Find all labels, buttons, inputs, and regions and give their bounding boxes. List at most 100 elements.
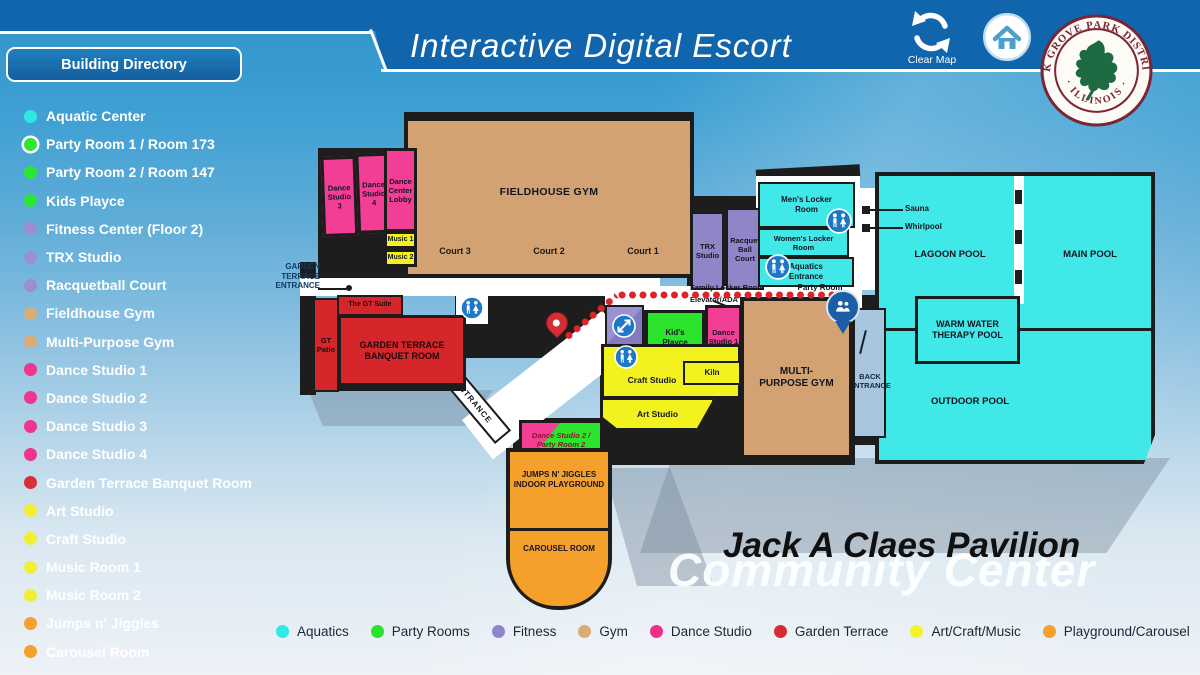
room-label: Court 3 bbox=[439, 245, 471, 256]
sidebar-item[interactable]: Jumps n' Jiggles bbox=[24, 609, 274, 637]
room-label: FIELDHOUSE GYM bbox=[499, 186, 599, 198]
legend-item: Aquatics bbox=[276, 624, 349, 639]
sidebar-item-label: Garden Terrace Banquet Room bbox=[46, 474, 252, 491]
legend-color-dot bbox=[910, 625, 924, 638]
sidebar-item[interactable]: Multi-Purpose Gym bbox=[24, 328, 274, 356]
category-bullet bbox=[24, 363, 37, 377]
room-label: Court 2 bbox=[533, 245, 565, 256]
room-multi-purpose-gym: MULTI-PURPOSE GYM bbox=[740, 297, 853, 459]
sidebar-item[interactable]: Aquatic Center bbox=[24, 102, 274, 130]
legend-item: Art/Craft/Music bbox=[910, 624, 1021, 639]
legend-item: Dance Studio bbox=[649, 624, 752, 639]
room-racquet-ball-court: Racquet Ball Court bbox=[726, 208, 764, 290]
legend-color-dot bbox=[649, 625, 663, 638]
garden-terrace-entrance-label: GARDEN TERRACE ENTRANCE bbox=[275, 262, 320, 291]
room-gt-suite: The GT Suite bbox=[337, 295, 403, 316]
restroom-icon bbox=[614, 345, 638, 369]
room-label: Music 1 bbox=[387, 235, 414, 243]
building-shadow bbox=[640, 458, 1170, 553]
legend-item: Fitness bbox=[491, 624, 556, 639]
sidebar-item[interactable]: Garden Terrace Banquet Room bbox=[24, 468, 274, 496]
category-bullet bbox=[24, 306, 37, 320]
category-bullet bbox=[24, 616, 37, 630]
legend-item: Garden Terrace bbox=[773, 624, 889, 639]
room-music-1: Music 1 bbox=[384, 231, 417, 249]
whirlpool-marker bbox=[862, 224, 870, 232]
sidebar-item-label: Aquatic Center bbox=[46, 108, 146, 125]
room-label: Music 2 bbox=[387, 253, 414, 261]
room-label: Kiln bbox=[704, 368, 720, 378]
room-label: Court 1 bbox=[627, 245, 659, 256]
clear-map-button[interactable] bbox=[906, 10, 958, 56]
sidebar-item-label: Dance Studio 2 bbox=[46, 389, 148, 406]
room-label: Women's Locker Room bbox=[773, 233, 834, 252]
legend-label: Party Rooms bbox=[391, 624, 470, 639]
restroom-icon bbox=[826, 208, 852, 234]
elevator-ada-label: Elevator/ADA bbox=[686, 295, 742, 304]
room-jumps-carousel: JUMPS N' JIGGLES INDOOR PLAYGROUND CAROU… bbox=[510, 452, 608, 606]
room-dance-center-lobby: Dance Center Lobby bbox=[384, 148, 417, 232]
category-bullet bbox=[24, 532, 37, 546]
sauna-leader bbox=[869, 209, 903, 211]
sidebar-item[interactable]: Fieldhouse Gym bbox=[24, 299, 274, 327]
room-label: GT Patio bbox=[316, 336, 336, 354]
sidebar-item[interactable]: Party Room 1 / Room 173 bbox=[24, 130, 274, 158]
legend-label: Garden Terrace bbox=[794, 624, 889, 639]
sidebar-item[interactable]: Art Studio bbox=[24, 497, 274, 525]
sidebar-item[interactable]: TRX Studio bbox=[24, 243, 274, 271]
sidebar-item-label: Kids Playce bbox=[46, 192, 125, 209]
room-label: Kid's Playce bbox=[662, 327, 688, 347]
clear-map-label[interactable]: Clear Map bbox=[907, 54, 957, 66]
sidebar-item[interactable]: Music Room 1 bbox=[24, 553, 274, 581]
sidebar-item[interactable]: Dance Studio 4 bbox=[24, 440, 274, 468]
garden-terrace-entrance-arrow bbox=[318, 288, 348, 290]
sidebar-item[interactable]: Carousel Room bbox=[24, 638, 274, 666]
home-button[interactable] bbox=[982, 12, 1032, 62]
sidebar-item[interactable]: Craft Studio bbox=[24, 525, 274, 553]
legend-item: Party Rooms bbox=[370, 624, 470, 639]
legend-label: Playground/Carousel bbox=[1063, 624, 1190, 639]
legend-label: Gym bbox=[599, 624, 628, 639]
sidebar-item[interactable]: Party Room 2 / Room 147 bbox=[24, 158, 274, 186]
room-label: Craft Studio bbox=[627, 375, 677, 385]
sidebar-item[interactable]: Dance Studio 3 bbox=[24, 412, 274, 440]
sidebar-item[interactable]: Dance Studio 2 bbox=[24, 384, 274, 412]
sidebar-item[interactable]: Music Room 2 bbox=[24, 581, 274, 609]
sidebar-item-label: Party Room 1 / Room 173 bbox=[46, 136, 215, 153]
room-label: OUTDOOR POOL bbox=[930, 396, 1010, 407]
building-name: Jack A Claes Pavilion bbox=[723, 526, 1081, 565]
park-district-logo: ELK GROVE PARK DISTRICT · ILLINOIS · bbox=[1036, 6, 1153, 127]
legend-item: Playground/Carousel bbox=[1042, 624, 1190, 639]
pool-divider-dash bbox=[1015, 190, 1022, 204]
category-bullet bbox=[24, 645, 37, 659]
room-label: Art Studio bbox=[636, 408, 679, 419]
room-art-studio: Art Studio bbox=[601, 398, 714, 430]
sidebar-item[interactable]: Kids Playce bbox=[24, 187, 274, 215]
category-bullet bbox=[24, 165, 37, 179]
oak-leaf bbox=[1075, 40, 1118, 101]
legend-item: Gym bbox=[578, 624, 628, 639]
room-label: MAIN POOL bbox=[1063, 249, 1117, 260]
room-label: Whirlpool bbox=[905, 222, 942, 231]
building-directory-button[interactable]: Building Directory bbox=[6, 47, 242, 82]
sidebar-item[interactable]: Dance Studio 1 bbox=[24, 356, 274, 384]
legend-color-dot bbox=[1042, 625, 1056, 638]
category-bullet bbox=[24, 109, 37, 123]
room-label: LAGOON POOL bbox=[914, 249, 986, 260]
sidebar-item-label: Dance Studio 4 bbox=[46, 446, 148, 463]
category-bullet bbox=[24, 278, 37, 292]
sidebar-item[interactable]: Fitness Center (Floor 2) bbox=[24, 215, 274, 243]
room-label: Dance Studio 1 bbox=[708, 328, 739, 346]
category-bullet bbox=[24, 447, 37, 461]
back-entrance-ramp bbox=[853, 308, 886, 438]
legend-label: Aquatics bbox=[297, 624, 349, 639]
destination-pin-tip bbox=[835, 321, 851, 334]
sidebar-item[interactable]: Racquetball Court bbox=[24, 271, 274, 299]
escort-path bbox=[618, 291, 836, 299]
room-label: Sauna bbox=[905, 204, 930, 213]
category-bullet bbox=[24, 222, 37, 236]
room-label: BACK ENTRANCE bbox=[849, 372, 891, 390]
destination-pin-people-icon bbox=[826, 290, 860, 324]
room-label: Dance Studio 3 bbox=[327, 182, 352, 210]
room-label: Racquet Ball Court bbox=[730, 235, 760, 263]
